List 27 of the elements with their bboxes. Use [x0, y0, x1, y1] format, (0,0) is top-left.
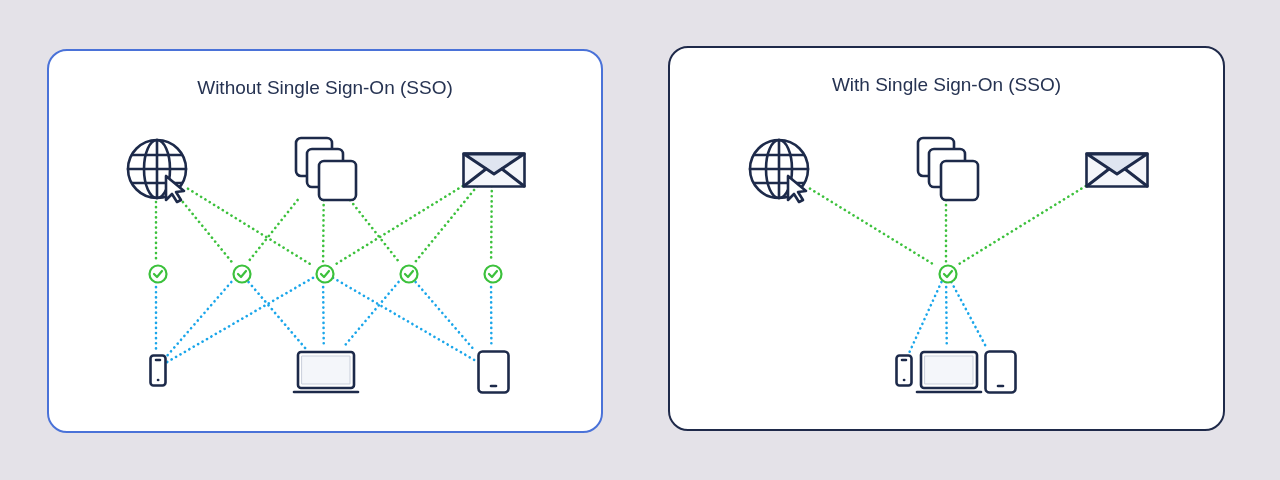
- stacked-windows-icon: [294, 136, 358, 202]
- dotted-line: [247, 280, 307, 350]
- laptop-icon: [293, 350, 359, 394]
- globe-cursor-icon: [748, 138, 812, 204]
- dotted-line: [331, 276, 477, 362]
- panel-title: Without Single Sign-On (SSO): [197, 77, 453, 99]
- checkmark-circle-icon: [232, 264, 252, 284]
- dotted-line: [181, 200, 234, 264]
- tablet-icon: [477, 350, 510, 394]
- tablet-icon: [984, 350, 1017, 394]
- checkmark-circle-icon: [938, 264, 958, 284]
- checkmark-circle-icon: [315, 264, 335, 284]
- envelope-icon: [1085, 152, 1149, 188]
- checkmark-circle-icon: [483, 264, 503, 284]
- laptop-icon: [916, 350, 982, 394]
- phone-icon: [895, 354, 913, 387]
- panel-title: With Single Sign-On (SSO): [831, 74, 1062, 96]
- panel-card: [47, 49, 603, 433]
- checkmark-circle-icon: [399, 264, 419, 284]
- envelope-icon: [462, 152, 526, 188]
- panel-card: [668, 46, 1225, 431]
- globe-cursor-icon: [126, 138, 190, 204]
- dotted-line: [246, 198, 299, 264]
- stacked-windows-icon: [916, 136, 980, 202]
- checkmark-circle-icon: [148, 264, 168, 284]
- dotted-line: [908, 280, 943, 354]
- phone-icon: [149, 354, 167, 387]
